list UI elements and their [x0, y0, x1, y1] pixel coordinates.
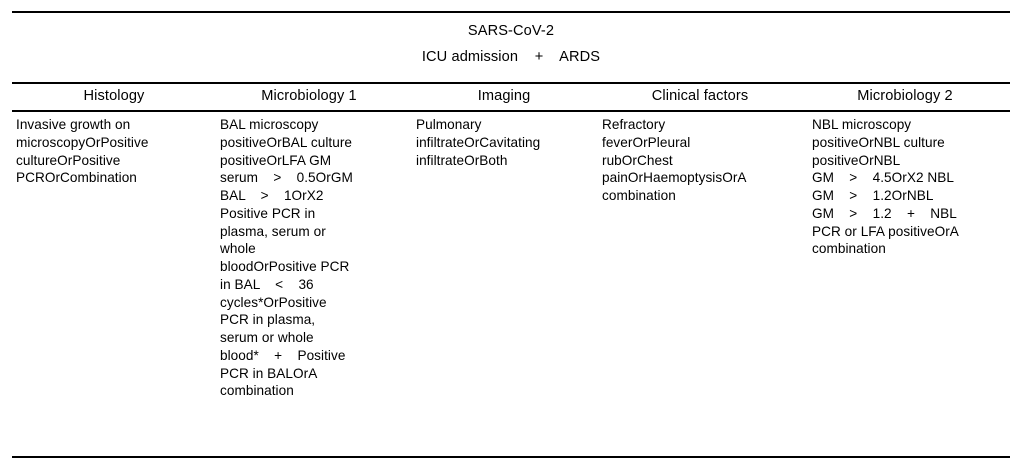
table-rule-below-header: [12, 110, 1010, 113]
title-line-secondary: ICU admission + ARDS: [421, 49, 601, 65]
cell-text-line: painOrHaemoptysisOrA: [602, 170, 747, 186]
cell-text-line: positiveOrNBL culture: [812, 134, 945, 150]
table-cell-microbiology-2: NBL microscopy positiveOrNBL culture posit…: [812, 116, 1010, 258]
cell-text-line: infiltrateOrBoth: [416, 152, 508, 168]
cell-text-line: BAL microscopy: [220, 117, 319, 132]
cell-text-line: Refractory: [602, 117, 666, 132]
table-cell-imaging: Pulmonary infiltrateOrCavitating infiltrat…: [416, 116, 592, 169]
cell-text-line: GM > 4.5OrX2 NBL: [812, 170, 954, 186]
table-header-row: Histology Microbiology 1 Imaging Clinica…: [0, 86, 1018, 108]
table-rule-bottom: [12, 456, 1010, 459]
cell-text-line: Pulmonary: [416, 117, 482, 132]
cell-text-line: combination: [812, 241, 886, 257]
cell-text-line: NBL microscopy: [812, 117, 912, 132]
column-header-microbiology-2: Microbiology 2: [857, 88, 953, 104]
table-cell-microbiology-1: BAL microscopy positiveOrBAL culture posit…: [220, 116, 398, 400]
cell-text-line: PCROrCombination: [16, 170, 137, 186]
cell-text-line: feverOrPleural: [602, 134, 691, 150]
cell-text-line: cycles*OrPositive: [220, 294, 327, 310]
table-rule-top: [12, 11, 1010, 13]
table-title-block: SARS-CoV-2 ICU admission + ARDS: [12, 18, 1010, 70]
column-header-clinical-factors: Clinical factors: [651, 88, 749, 104]
cell-text-line: Invasive growth on: [16, 117, 131, 132]
cell-text-line: GM > 1.2 + NBL: [812, 205, 957, 221]
cell-text-line: GM > 1.2OrNBL: [812, 188, 934, 203]
column-header-microbiology-1: Microbiology 1: [261, 88, 357, 104]
title-line-primary: SARS-CoV-2: [467, 23, 555, 39]
table-rule-below-title: [12, 82, 1010, 85]
cell-text-line: combination: [602, 188, 676, 203]
cell-text-line: positiveOrNBL: [812, 152, 901, 168]
cell-text-line: Positive PCR in: [220, 205, 316, 221]
cell-text-line: rubOrChest: [602, 152, 673, 168]
cell-text-line: PCR or LFA positiveOrA: [812, 223, 959, 239]
cell-text-line: plasma, serum or: [220, 223, 326, 239]
cell-text-line: blood* + Positive: [220, 347, 346, 363]
cell-text-line: BAL > 1OrX2: [220, 188, 324, 203]
cell-text-line: PCR in plasma,: [220, 312, 316, 328]
cell-text-line: cultureOrPositive: [16, 152, 121, 168]
column-header-imaging: Imaging: [477, 88, 531, 104]
column-header-histology: Histology: [83, 88, 145, 104]
cell-text-line: serum > 0.5OrGM: [220, 170, 353, 186]
cell-text-line: microscopyOrPositive: [16, 134, 149, 150]
cell-text-line: bloodOrPositive PCR: [220, 259, 350, 274]
table-cell-clinical-factors: Refractory feverOrPleural rubOrChest painOr…: [602, 116, 798, 205]
cell-text-line: combination: [220, 383, 294, 399]
cell-text-line: in BAL < 36: [220, 276, 314, 292]
table-cell-histology: Invasive growth on microscopyOrPositive cu…: [16, 116, 212, 187]
cell-text-line: positiveOrLFA GM: [220, 152, 332, 168]
cell-text-line: PCR in BALOrA: [220, 365, 318, 381]
cell-text-line: whole: [220, 241, 256, 257]
cell-text-line: infiltrateOrCavitating: [416, 134, 541, 150]
cell-text-line: positiveOrBAL culture: [220, 134, 353, 150]
cell-text-line: serum or whole: [220, 330, 314, 345]
